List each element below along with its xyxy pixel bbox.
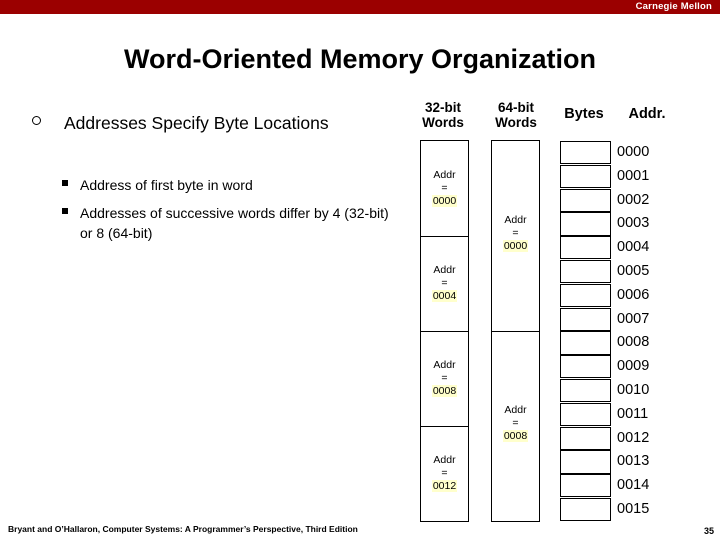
- words-64bit-column: Addr = 0000 Addr = 0008: [491, 140, 540, 522]
- byte-box: [560, 164, 611, 188]
- word-64bit-label-1-addr: Addr: [504, 404, 527, 416]
- word-32bit-label-0-addr: Addr: [433, 169, 456, 181]
- word-64bit-label-1-value: 0008: [502, 430, 529, 442]
- byte-box: [560, 283, 611, 307]
- column-header-64bit-line2: Words: [495, 115, 537, 130]
- address-value: 0001: [617, 167, 650, 184]
- word-divider: [421, 426, 468, 427]
- word-32bit-label-2-addr: Addr: [433, 359, 456, 371]
- brand-label: Carnegie Mellon: [635, 1, 712, 12]
- word-divider: [421, 236, 468, 237]
- byte-box: [560, 355, 611, 379]
- top-banner: [0, 0, 720, 14]
- word-32bit-label-3-addr: Addr: [433, 454, 456, 466]
- address-value: 0012: [617, 429, 650, 446]
- word-32bit-label-0-eq: =: [441, 182, 448, 194]
- byte-box: [560, 379, 611, 403]
- address-value: 0003: [617, 215, 650, 232]
- word-divider: [492, 331, 539, 332]
- word-32bit-label-2: Addr = 0008: [421, 359, 468, 398]
- page-title: Word-Oriented Memory Organization: [123, 44, 597, 74]
- bullet-square-icon: [62, 208, 68, 214]
- byte-box: [560, 260, 611, 284]
- byte-box: [560, 426, 611, 450]
- bullet-level1-text: Addresses Specify Byte Locations: [64, 113, 329, 133]
- word-64bit-label-1: Addr = 0008: [492, 404, 539, 443]
- byte-box: [560, 307, 611, 331]
- word-32bit-label-2-value: 0008: [431, 385, 458, 397]
- address-value: 0007: [617, 310, 650, 327]
- column-header-32bit: 32-bit Words: [414, 100, 472, 130]
- word-32bit-label-3: Addr = 0012: [421, 454, 468, 493]
- address-value: 0011: [617, 405, 649, 422]
- address-value: 0002: [617, 191, 650, 208]
- word-64bit-label-0-value: 0000: [502, 240, 529, 252]
- bullet-square-icon: [62, 180, 68, 186]
- word-32bit-label-0: Addr = 0000: [421, 169, 468, 208]
- column-header-addr: Addr.: [628, 106, 666, 122]
- word-64bit-label-1-eq: =: [512, 417, 519, 429]
- word-32bit-label-3-value: 0012: [431, 480, 458, 492]
- address-value: 0005: [617, 263, 650, 279]
- column-header-32bit-line2: Words: [422, 115, 464, 130]
- address-value: 0004: [617, 239, 650, 256]
- byte-box: [560, 498, 611, 522]
- word-32bit-label-1-value: 0004: [431, 290, 458, 302]
- byte-box: [560, 402, 611, 426]
- words-32bit-column: Addr = 0000 Addr = 0004 Addr = 0008 Addr…: [420, 140, 469, 522]
- column-header-64bit: 64-bit Words: [487, 100, 545, 130]
- byte-box: [560, 188, 611, 212]
- bullet-sub-1-text: Addresses of successive words differ by …: [80, 205, 389, 241]
- word-32bit-label-2-eq: =: [441, 372, 448, 384]
- byte-box: [560, 236, 611, 260]
- bullet-sub-1: Addresses of successive words differ by …: [62, 203, 402, 243]
- word-divider: [421, 331, 468, 332]
- address-value: 0014: [617, 477, 650, 494]
- bullet-circle-icon: [32, 116, 41, 125]
- page-number: 35: [703, 526, 714, 536]
- address-value: 0008: [617, 334, 650, 351]
- byte-box: [560, 450, 611, 474]
- address-value: 0013: [617, 453, 650, 470]
- word-32bit-label-1-eq: =: [441, 277, 448, 289]
- word-32bit-label-0-value: 0000: [431, 195, 458, 207]
- address-value: 0010: [617, 382, 650, 398]
- byte-box: [560, 331, 611, 355]
- footer-citation: Bryant and O’Hallaron, Computer Systems:…: [8, 524, 358, 534]
- address-value: 0006: [617, 286, 650, 303]
- word-64bit-label-0-addr: Addr: [504, 214, 527, 226]
- word-32bit-label-1-addr: Addr: [433, 264, 456, 276]
- address-value: 0009: [617, 358, 650, 375]
- bullet-sub-0-text: Address of first byte in word: [80, 177, 253, 193]
- bullet-sub-0: Address of first byte in word: [62, 175, 402, 195]
- byte-box: [560, 141, 611, 165]
- word-32bit-label-1: Addr = 0004: [421, 264, 468, 303]
- word-32bit-label-3-eq: =: [441, 467, 448, 479]
- byte-box: [560, 212, 611, 236]
- address-value: 0000: [617, 144, 650, 160]
- address-value: 0015: [617, 501, 650, 517]
- column-header-32bit-line1: 32-bit: [424, 100, 461, 115]
- word-64bit-label-0-eq: =: [512, 227, 519, 239]
- column-header-64bit-line1: 64-bit: [497, 100, 534, 115]
- column-header-bytes: Bytes: [564, 106, 604, 122]
- bullet-level1: Addresses Specify Byte Locations: [32, 110, 392, 136]
- word-64bit-label-0: Addr = 0000: [492, 214, 539, 253]
- byte-box: [560, 474, 611, 498]
